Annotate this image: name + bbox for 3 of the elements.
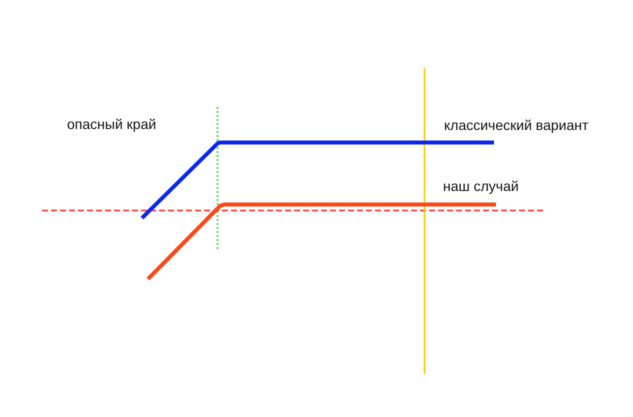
curve-label: наш случай [443, 178, 519, 195]
curve-label: классический вариант [444, 117, 588, 134]
edge-annotation-label: опасный край [67, 116, 156, 133]
